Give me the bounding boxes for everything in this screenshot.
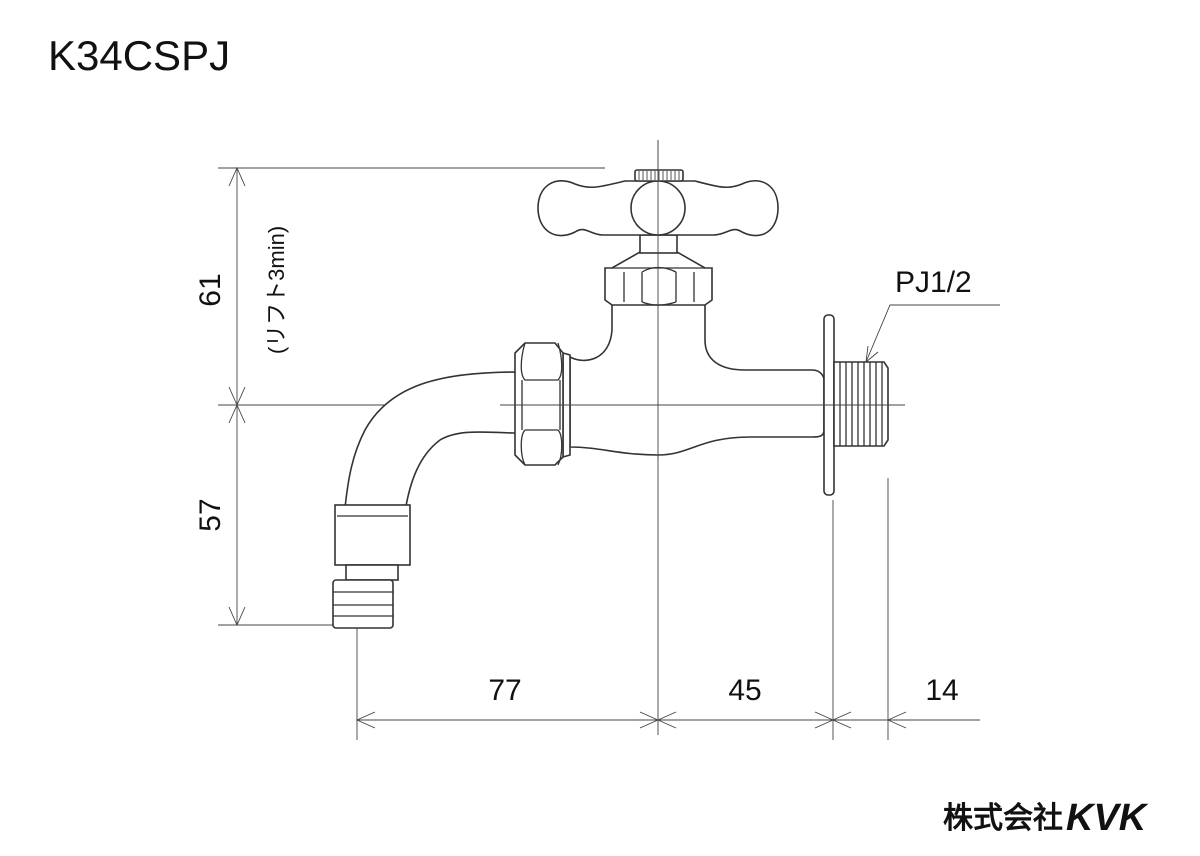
dimension-57: 57 bbox=[194, 498, 227, 531]
dimension-45: 45 bbox=[728, 674, 761, 707]
valve-body bbox=[569, 302, 825, 456]
thread bbox=[833, 361, 889, 447]
faucet bbox=[332, 140, 905, 629]
dimension-14: 14 bbox=[925, 674, 958, 707]
stem bbox=[639, 234, 678, 254]
vertical-dimension bbox=[228, 166, 246, 627]
hose-connector bbox=[334, 504, 411, 566]
bonnet-nut bbox=[604, 251, 713, 306]
horizontal-dimension bbox=[355, 711, 980, 729]
thread-label: PJ1/2 bbox=[895, 266, 972, 299]
union-nut bbox=[514, 342, 564, 466]
leader-line bbox=[865, 304, 1000, 363]
dimension-61: 61 bbox=[194, 273, 227, 306]
model-title: K34CSPJ bbox=[48, 32, 230, 79]
spout bbox=[344, 371, 518, 513]
dimension-77: 77 bbox=[488, 674, 521, 707]
lift-note: (リフト3min) bbox=[264, 226, 289, 354]
company-name: 株式会社 bbox=[943, 802, 1063, 835]
kvk-logo: KVK bbox=[1066, 797, 1149, 839]
